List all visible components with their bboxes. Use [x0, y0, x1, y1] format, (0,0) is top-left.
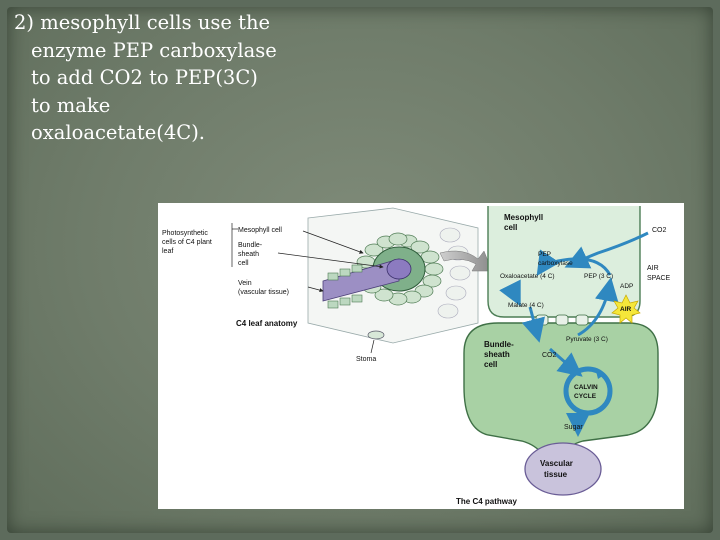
label-pep-carboxylase-1: PEP — [538, 251, 551, 258]
label-photosynthetic-3: leaf — [162, 248, 173, 255]
c4-figure-svg: Photosynthetic cells of C4 plant leaf Me… — [162, 206, 671, 506]
label-bundle-sheath-1: Bundle- — [238, 242, 263, 249]
c4-figure: Photosynthetic cells of C4 plant leaf Me… — [158, 203, 684, 509]
label-oxaloacetate: Oxaloacetate (4 C) — [500, 273, 555, 280]
bullet-line-2: enzyme PEP carboxylase — [31, 38, 277, 62]
label-pyruvate: Pyruvate (3 C) — [566, 336, 608, 343]
plasmodesma-1 — [535, 314, 549, 326]
vascular-tissue-shape — [524, 442, 602, 496]
caption-c4-pathway: The C4 pathway — [456, 497, 517, 506]
label-calvin-1: CALVIN — [574, 384, 598, 391]
label-mesophyll-2: cell — [504, 223, 517, 232]
label-atp: AIR — [620, 306, 632, 313]
label-pep-carboxylase-2: carboxylase — [538, 260, 573, 267]
label-photosynthetic-1: Photosynthetic — [162, 230, 208, 237]
zoom-arrow — [439, 250, 493, 272]
atp-star — [611, 294, 641, 324]
calvin-arrowhead — [596, 371, 604, 379]
label-calvin-2: CYCLE — [574, 393, 597, 400]
label-co2-top: CO2 — [652, 227, 667, 234]
label-bundle-3: cell — [484, 360, 497, 369]
label-bundle-sheath-2: sheath — [238, 251, 259, 258]
stoma-shape — [367, 330, 385, 340]
label-vascular-2: tissue — [544, 470, 568, 479]
leaf-anatomy: Photosynthetic cells of C4 plant leaf Me… — [162, 207, 493, 363]
pathway-arrows — [499, 231, 649, 437]
label-co2-bundle: CO2 — [542, 352, 557, 359]
label-air-space-1: AIR — [647, 265, 659, 272]
label-mesophyll-1: Mesophyll — [504, 213, 543, 222]
bullet-text: 2) mesophyll cells use the enzyme PEP ca… — [14, 9, 334, 147]
caption-leaf-anatomy: C4 leaf anatomy — [236, 319, 298, 328]
label-stoma: Stoma — [356, 356, 376, 363]
leader-lines — [231, 223, 384, 354]
bullet-line-3: to add CO2 to PEP(3C) — [31, 66, 258, 89]
label-photosynthetic-2: cells of C4 plant — [162, 239, 212, 246]
label-sugar: Sugar — [564, 424, 583, 431]
label-bundle-sheath-3: cell — [238, 260, 249, 267]
label-malate: Malate (4 C) — [508, 302, 544, 309]
label-air-space-2: SPACE — [647, 275, 671, 282]
label-vein-1: Vein — [238, 280, 252, 287]
c4-pathway: Mesophyll cell CO2 PEP carboxylase Oxalo… — [456, 206, 671, 506]
label-vein-2: (vascular tissue) — [238, 289, 289, 296]
bullet-line-4: to make — [31, 93, 111, 117]
label-mesophyll-cell: Mesophyll cell — [238, 227, 282, 234]
vein-tube — [322, 258, 400, 302]
label-bundle-2: sheath — [484, 350, 510, 359]
plasmodesma-3 — [575, 314, 589, 326]
bullet-line-1: 2) mesophyll cells use the — [14, 11, 271, 34]
tube-cells — [327, 264, 363, 309]
label-vascular-1: Vascular — [540, 459, 573, 468]
label-adp: ADP — [620, 283, 633, 290]
bullet-line-5: oxaloacetate(4C). — [31, 121, 206, 144]
calvin-cycle-ring — [563, 366, 613, 416]
label-bundle-1: Bundle- — [484, 340, 514, 349]
bundle-sheath-cell-shape — [463, 322, 659, 466]
label-pep: PEP (3 C) — [584, 273, 613, 280]
plasmodesma-2 — [555, 314, 569, 326]
vein-end — [386, 258, 412, 280]
mesophyll-cells — [355, 232, 444, 306]
